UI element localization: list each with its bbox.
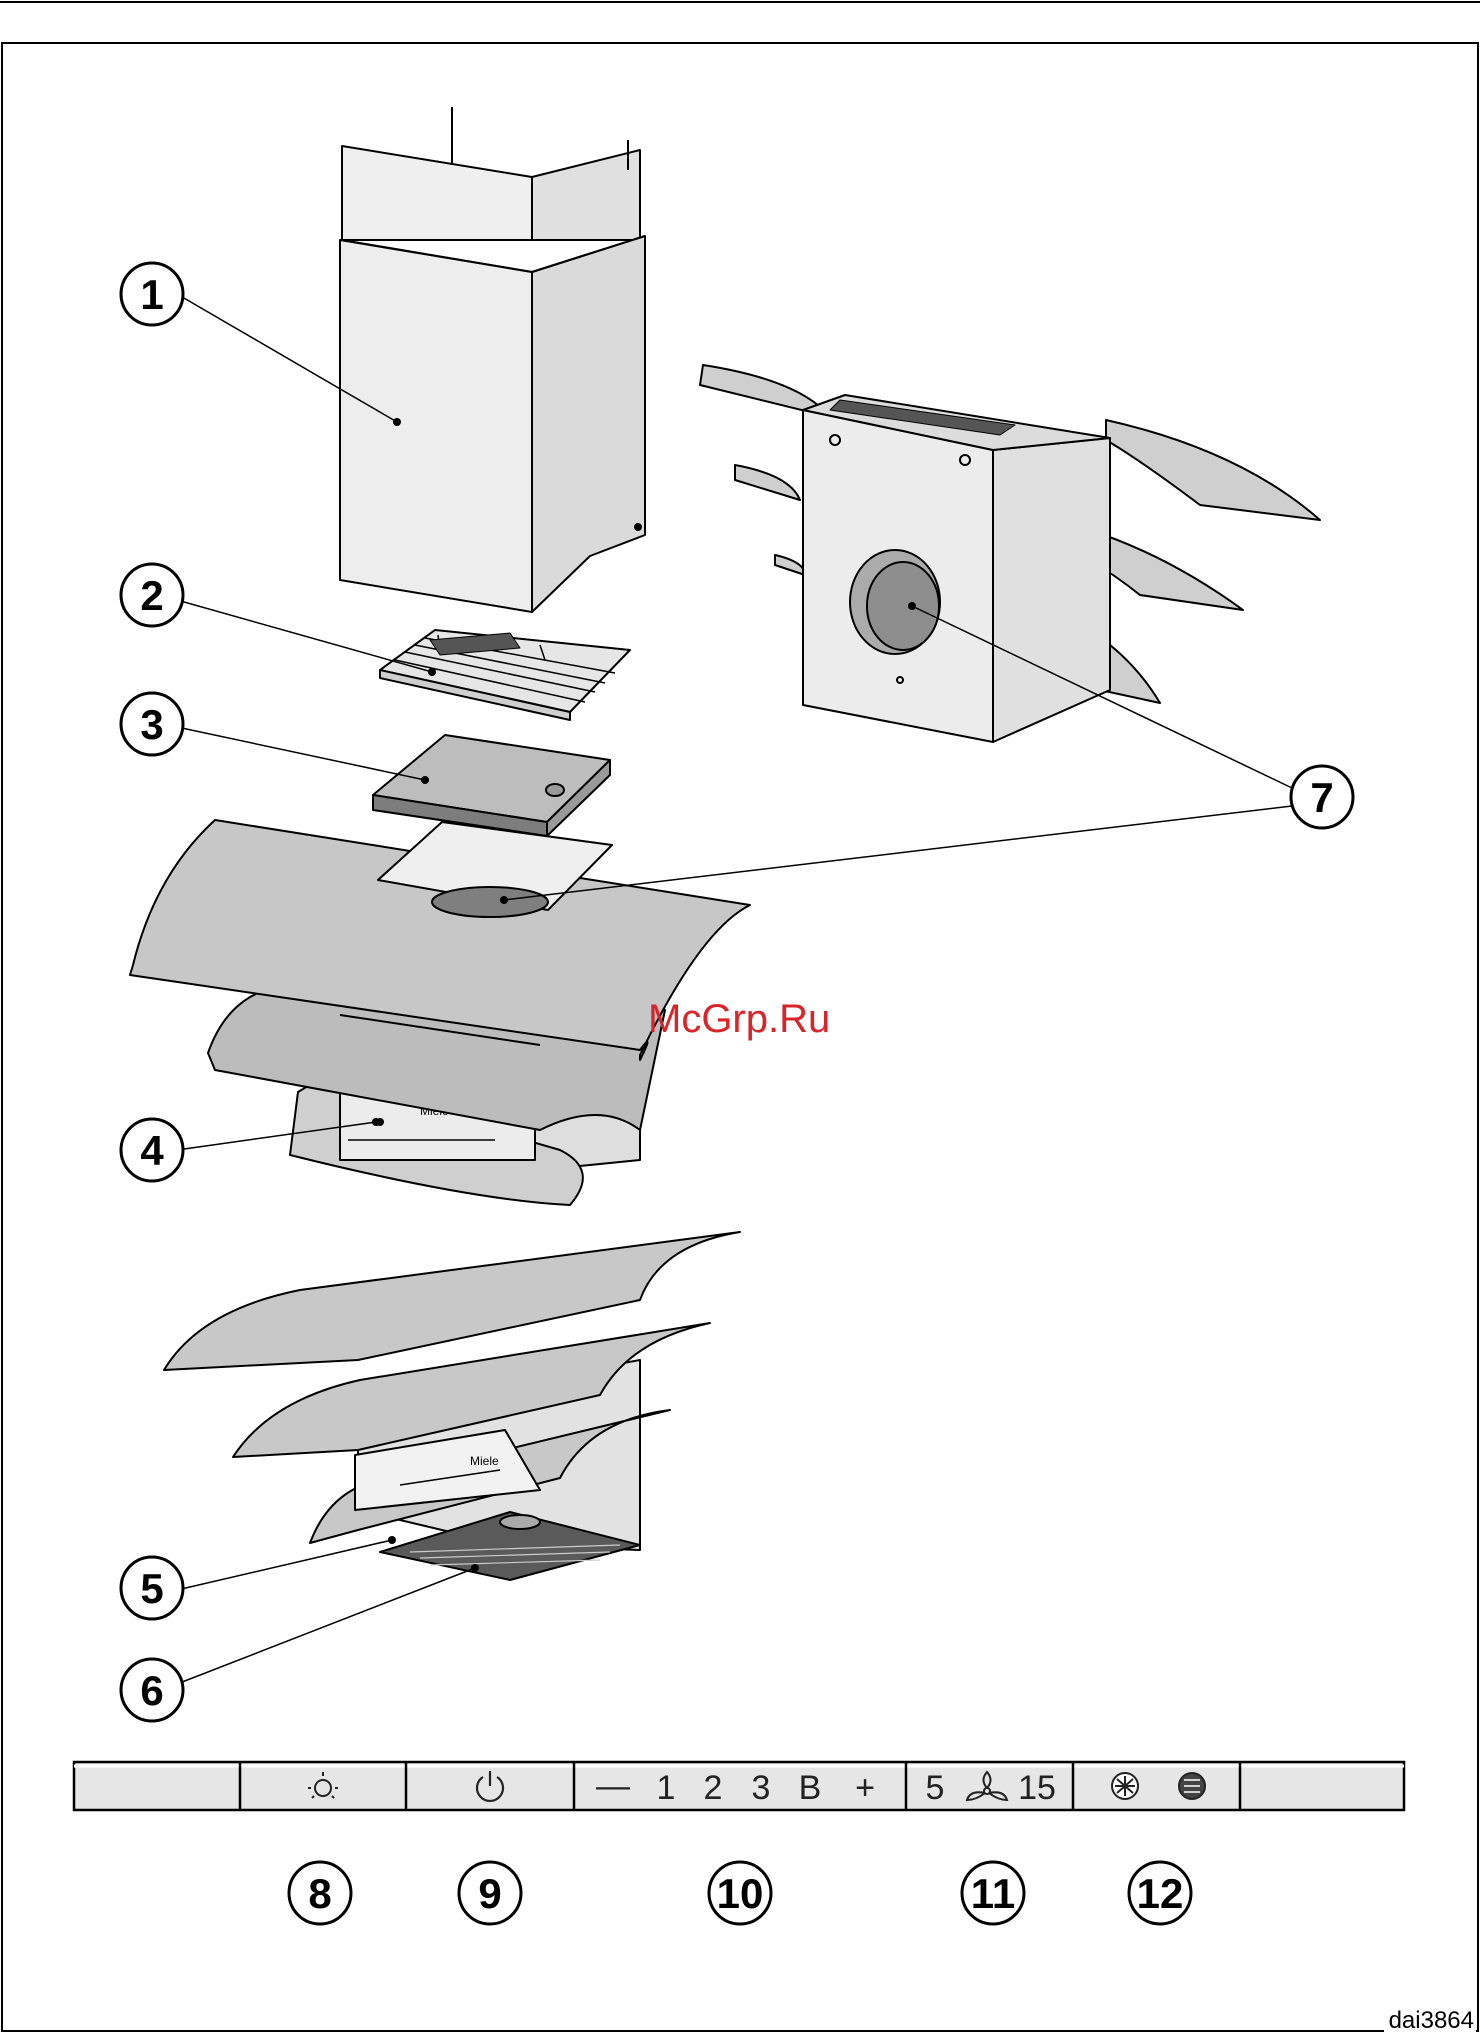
speed-2-key[interactable]: 2 (704, 1769, 723, 1807)
runon-5-label: 5 (926, 1769, 945, 1807)
hood-underside: Miele (164, 1232, 740, 1580)
svg-text:7: 7 (1310, 774, 1333, 821)
svg-text:12: 12 (1137, 1870, 1184, 1917)
hood-rear-view (700, 365, 1320, 742)
watermark: McGrp.Ru (648, 997, 830, 1041)
callout-6: 6 (121, 1659, 183, 1721)
svg-text:11: 11 (971, 1870, 1015, 1917)
boost-key[interactable]: B (799, 1769, 822, 1807)
speed-plus-key[interactable]: + (855, 1769, 875, 1807)
callout-8: 8 (289, 1862, 351, 1924)
callout-5: 5 (121, 1557, 183, 1619)
speed-1-key[interactable]: 1 (657, 1769, 676, 1807)
odour-filter (373, 735, 610, 836)
light-key[interactable] (242, 1764, 404, 1808)
runon-15-label: 15 (1018, 1769, 1056, 1807)
svg-text:8: 8 (308, 1870, 331, 1917)
odour-filter-icon (1179, 1773, 1205, 1799)
callout-9: 9 (459, 1862, 521, 1924)
svg-text:6: 6 (140, 1667, 163, 1714)
drawing-code: dai3864 (1389, 2007, 1474, 2033)
svg-text:5: 5 (140, 1565, 163, 1612)
grease-filter-icon (1112, 1773, 1138, 1799)
grease-filter (380, 630, 630, 720)
chimney-cover (340, 107, 645, 612)
svg-text:Miele: Miele (470, 1454, 499, 1468)
callout-4: 4 (121, 1119, 183, 1181)
callout-10: 10 (709, 1862, 771, 1924)
callout-7: 7 (1291, 766, 1353, 828)
callout-3: 3 (121, 693, 183, 755)
svg-text:3: 3 (140, 701, 163, 748)
svg-text:9: 9 (478, 1870, 501, 1917)
speed-3-key[interactable]: 3 (752, 1769, 771, 1807)
svg-text:2: 2 (140, 572, 163, 619)
speed-minus-key[interactable]: — (596, 1767, 630, 1805)
power-key[interactable] (408, 1764, 572, 1808)
panel-key-blank-right[interactable] (1242, 1764, 1402, 1808)
svg-text:10: 10 (717, 1870, 764, 1917)
callout-2: 2 (121, 564, 183, 626)
callout-1: 1 (121, 263, 183, 325)
panel-key-blank-left[interactable] (76, 1764, 238, 1808)
svg-text:4: 4 (140, 1127, 164, 1174)
callout-11: 11 (962, 1862, 1024, 1924)
callout-12: 12 (1129, 1862, 1191, 1924)
svg-text:1: 1 (140, 271, 163, 318)
